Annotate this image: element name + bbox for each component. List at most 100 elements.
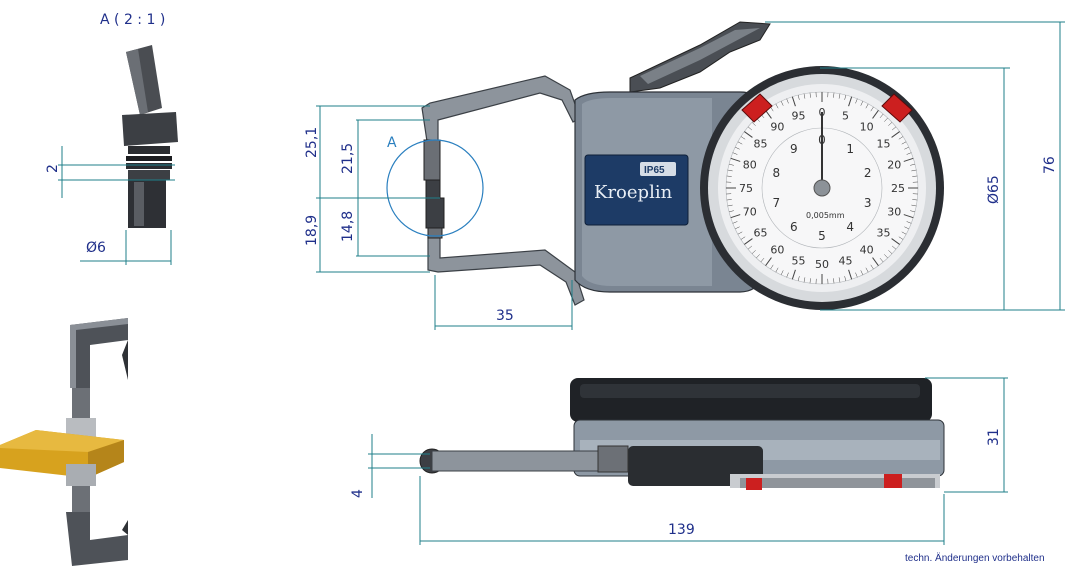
- dial-tick: [737, 231, 743, 235]
- dial-tick: [732, 152, 738, 155]
- dial-tick: [760, 257, 765, 263]
- dial-inner-label: 3: [864, 196, 872, 210]
- dial-tick: [911, 204, 917, 207]
- dial-outer-label: 15: [876, 137, 890, 150]
- dial-tick: [728, 210, 734, 213]
- dial-tick: [903, 157, 914, 162]
- dial-tick: [904, 146, 909, 150]
- dial-tick: [775, 103, 779, 109]
- detail-dim-gap: 2: [45, 164, 61, 173]
- dial-tick: [797, 276, 800, 282]
- dial-outer-label: 10: [860, 121, 874, 134]
- dial-ticks: [726, 92, 918, 284]
- dial-inner-label: 6: [790, 220, 798, 234]
- dial-tick: [910, 163, 916, 166]
- dial-tick: [898, 236, 904, 240]
- dial-tick: [803, 93, 806, 99]
- dial-tick: [809, 92, 811, 98]
- dial-outer-label: 90: [770, 121, 784, 134]
- dim-139: 139: [668, 522, 695, 538]
- dial-tick: [879, 257, 884, 263]
- dim-65: Ø65: [986, 175, 1002, 204]
- dial-tick: [786, 272, 789, 278]
- anvil-lower: [425, 197, 445, 239]
- dial-tick: [912, 199, 918, 201]
- dial-outer-label: 65: [754, 227, 768, 240]
- detail-title: A ( 2 : 1 ): [100, 12, 165, 28]
- dial-tick: [740, 136, 746, 140]
- dial-tick: [872, 110, 879, 119]
- dial-tick: [855, 272, 858, 278]
- dial-tick: [901, 141, 907, 145]
- dial-outer-label: 35: [876, 227, 890, 240]
- dial-outer-label: 75: [739, 182, 753, 195]
- dial-tick: [809, 278, 811, 284]
- dial-tick: [848, 269, 853, 280]
- dial-tick: [732, 221, 738, 224]
- dial-tick: [870, 106, 874, 112]
- dial-tick: [898, 136, 904, 140]
- dial-outer-label: 40: [860, 243, 874, 256]
- dial-outer-label: 20: [887, 159, 901, 172]
- dial-hub: [813, 179, 831, 197]
- tolerance-marker-left: [741, 93, 773, 123]
- detail-dimensions: [58, 146, 175, 265]
- dial-tick: [803, 277, 806, 283]
- dial-resolution: 0,005mm: [806, 211, 845, 220]
- dial-tick: [865, 267, 869, 273]
- dial-tick: [751, 122, 756, 126]
- dial-outer-label: 80: [743, 159, 757, 172]
- ip-rating-badge: IP65: [644, 165, 665, 176]
- dial-tick: [735, 226, 740, 230]
- dial-tick: [884, 117, 888, 122]
- dial-tick: [770, 264, 774, 270]
- dial-tick: [791, 269, 796, 280]
- dial-tick: [751, 250, 756, 254]
- dial-tick: [756, 254, 760, 259]
- dial-tick: [844, 94, 847, 100]
- dial-tick: [791, 96, 796, 107]
- dim-31: 31: [986, 428, 1002, 446]
- dial-tick: [838, 93, 841, 99]
- dial-inner-label: 5: [818, 229, 826, 243]
- dial-tick: [901, 231, 907, 235]
- dial-outer-labels: 05101520253035404550556065707580859095: [739, 106, 905, 271]
- side-dimension-lines: [368, 377, 1008, 545]
- dial-tick: [727, 169, 733, 172]
- dial-inner-label: 2: [864, 166, 872, 180]
- dial-tick: [833, 92, 835, 98]
- dim-4: 4: [350, 489, 366, 498]
- dial-tick: [744, 238, 753, 245]
- dial-tick: [884, 254, 888, 259]
- dial-outer-label: 30: [887, 205, 901, 218]
- dial-tick: [737, 141, 743, 145]
- dial-tick: [906, 221, 912, 224]
- dial-tick: [726, 199, 732, 201]
- dial-tick: [747, 126, 753, 131]
- detail-marker-label: A: [387, 135, 397, 151]
- dial-tick: [910, 210, 916, 213]
- dial-tick: [786, 98, 789, 104]
- caliper-frame: [421, 75, 585, 306]
- front-dimension-lines: [316, 21, 1065, 330]
- dial-tick: [775, 267, 779, 273]
- dial-tick: [728, 163, 734, 166]
- dial-tick: [730, 157, 741, 162]
- brand-plate: [584, 154, 689, 226]
- side-view-gauge: [570, 378, 945, 490]
- dial-tick: [833, 278, 835, 284]
- dial-tick: [797, 94, 800, 100]
- workpiece-illustration: [0, 310, 128, 568]
- dial-tick: [891, 131, 900, 138]
- detail-dim-diameter: Ø6: [86, 240, 106, 256]
- dial-tick: [865, 103, 869, 109]
- dial-tick: [727, 204, 733, 207]
- dial-tick: [848, 96, 853, 107]
- dial-tick: [906, 152, 912, 155]
- dial-tick: [765, 110, 772, 119]
- footer-note: techn. Änderungen vorbehalten: [905, 553, 1045, 564]
- dial-tick: [735, 146, 740, 150]
- dim-25-1: 25,1: [304, 127, 320, 158]
- dial-tick: [912, 175, 918, 177]
